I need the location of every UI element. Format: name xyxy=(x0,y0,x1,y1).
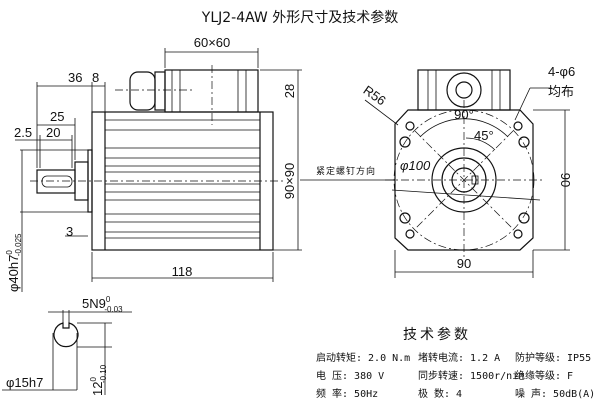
dim-r56: R56 xyxy=(361,82,389,108)
drawing-title: YLJ2-4AW 外形尺寸及技术参数 xyxy=(201,9,398,26)
dim-box-size: 60×60 xyxy=(194,35,231,50)
dim-8: 8 xyxy=(92,70,99,85)
dim-key-depth: 120-0.10 xyxy=(89,364,108,396)
dim-90-vertical: 90 xyxy=(558,173,573,187)
dim-phi100: φ100 xyxy=(400,158,431,173)
spec-frequency: 频 率: 50Hz xyxy=(316,389,379,400)
dim-key-shaft-diameter: φ15h7 xyxy=(6,375,43,390)
dim-key-width: 5N90-0.03 xyxy=(82,295,123,314)
dim-90-horizontal: 90 xyxy=(457,256,471,271)
spec-protection: 防护等级: IP55 xyxy=(515,353,592,364)
spec-poles: 极 数: 4 xyxy=(418,389,463,400)
spec-locked-current: 堵转电流: 1.2 A xyxy=(418,353,501,364)
side-view: 60×60 36 8 25 20 2.5 3 118 28 90×90 φ40h… xyxy=(5,35,302,292)
shaft xyxy=(36,169,76,194)
specs-title: 技术参数 xyxy=(403,327,471,343)
dim-25: 25 xyxy=(50,109,64,124)
dim-45-degree: 45° xyxy=(474,128,494,143)
spec-sync-speed: 同步转速: 1500r/nin xyxy=(418,371,525,382)
spec-insulation: 绝缘等级: F xyxy=(515,371,574,382)
front-view: R56 4-φ6 均布 90° 45° φ100 紧定螺钉方向 90 90 xyxy=(300,64,575,278)
flange-outline xyxy=(394,109,534,251)
dim-3: 3 xyxy=(66,224,73,239)
dim-shaft-diameter: φ40h70-0.025 xyxy=(5,233,23,292)
dim-holes-note: 均布 xyxy=(548,85,574,100)
dim-28: 28 xyxy=(282,84,297,98)
junction-box xyxy=(115,65,259,125)
cable-gland xyxy=(129,71,156,111)
dim-90x90: 90×90 xyxy=(282,163,297,200)
dim-36: 36 xyxy=(68,70,82,85)
dim-holes: 4-φ6 xyxy=(548,64,575,79)
dim-2-5: 2.5 xyxy=(14,125,32,140)
spec-starting-torque: 启动转矩: 2.0 N.m xyxy=(316,353,411,364)
dim-118: 118 xyxy=(172,264,193,279)
screw-direction-label: 紧定螺钉方向 xyxy=(316,165,376,177)
dim-20: 20 xyxy=(46,125,60,140)
key-section: 5N90-0.03 φ15h7 120-0.10 xyxy=(2,295,132,396)
spec-voltage: 电 压: 380 V xyxy=(316,371,385,382)
mounting-holes xyxy=(399,121,530,239)
shaft-keyway xyxy=(41,175,73,188)
dim-90-degree: 90° xyxy=(454,107,474,122)
spec-noise: 噪 声: 50dB(A) xyxy=(515,389,596,400)
cooling-fins xyxy=(105,119,260,239)
